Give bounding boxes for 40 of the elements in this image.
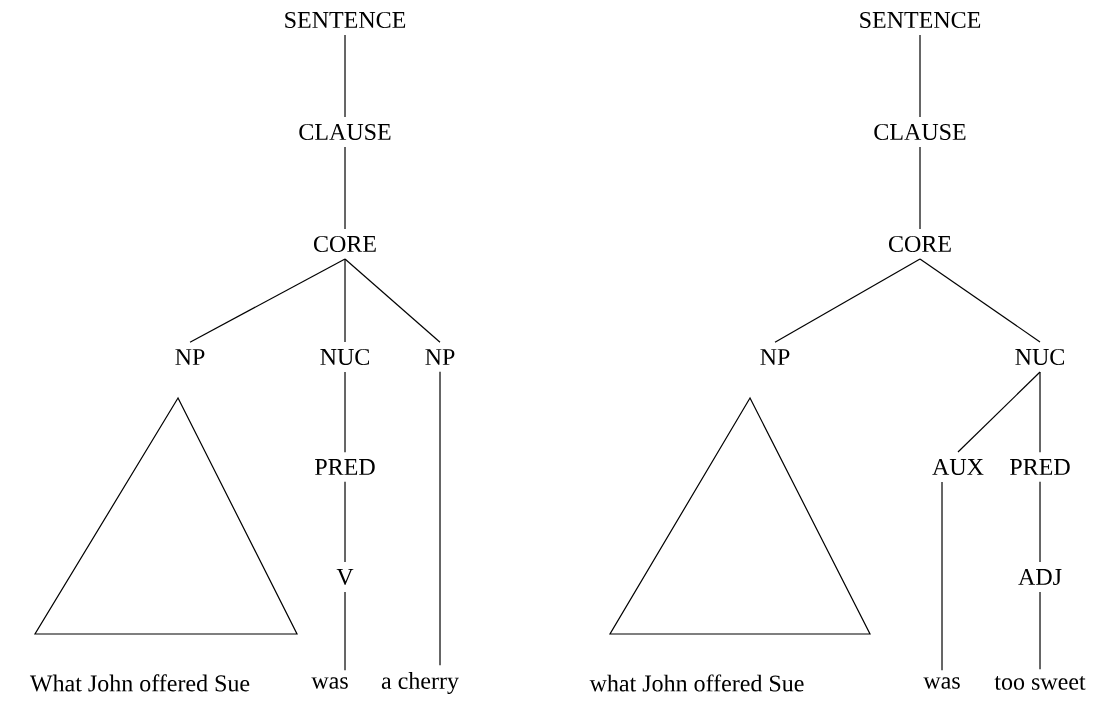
category-label: NP [425,349,455,365]
branch-line [189,258,346,343]
category-label: NP [175,349,205,365]
branch-line [919,146,921,230]
branch-line [1039,481,1041,563]
category-label: V [336,568,354,585]
branch-line [1039,591,1041,670]
branch-line [439,371,441,666]
category-label: CORE [314,235,376,253]
category-label: ADJ [1018,568,1062,586]
branch-line [919,258,1041,343]
category-label: CLAUSE [299,123,391,141]
branch-line [344,258,441,343]
category-label: PRED [1010,459,1070,475]
branch-line [774,258,921,343]
category-label: NP [760,349,790,365]
category-label: NUC [1015,348,1064,366]
branch-line [344,481,346,563]
word-text: too sweet [994,676,1086,690]
branch-line [344,591,346,671]
category-label: PRED [315,459,375,475]
category-label: CLAUSE [874,123,966,141]
word-text: was [923,677,960,689]
branch-line [344,34,346,118]
branch-line [344,371,346,453]
branch-line [941,481,943,671]
category-label: SENTENCE [860,11,981,29]
category-label: NUC [320,348,369,366]
branch-line [957,371,1041,453]
branch-line [919,34,921,118]
word-text: what John offered Sue [589,674,804,692]
word-text: What John offered Sue [29,674,250,692]
category-label: AUX [932,458,984,476]
category-label: SENTENCE [285,11,406,29]
word-text: a cherry [381,672,459,694]
category-label: CORE [889,235,951,253]
branch-line [1039,371,1041,453]
branch-line [344,146,346,230]
branch-line [344,258,346,343]
word-text: was [311,677,348,689]
